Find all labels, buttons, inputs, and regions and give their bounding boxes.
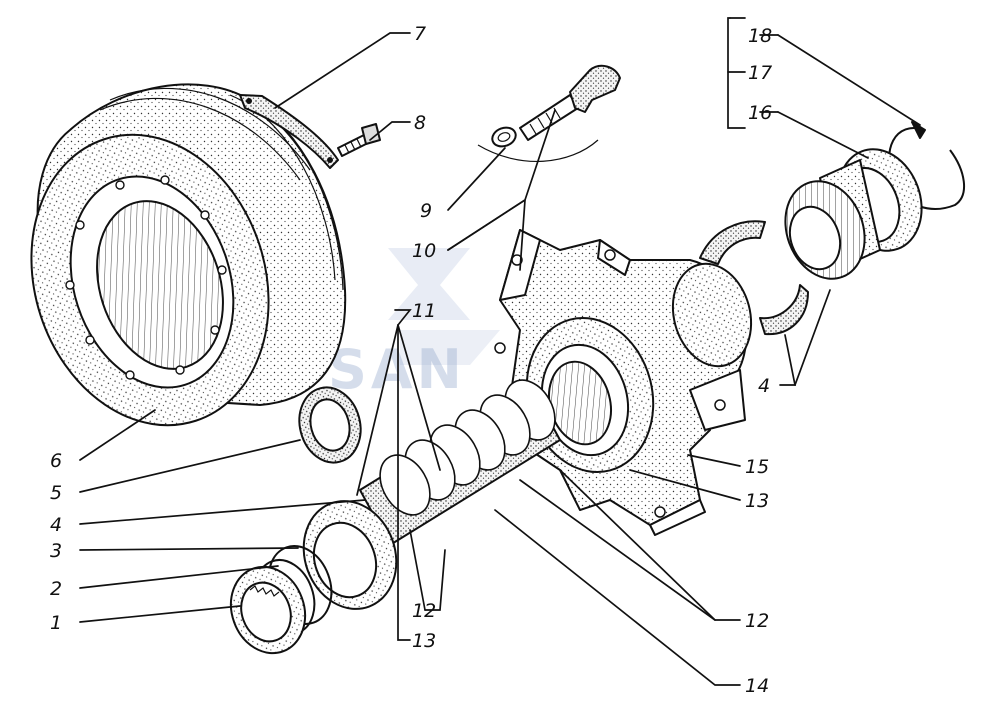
- label-13-right: 13: [745, 490, 769, 512]
- half-ring-lower: [759, 284, 809, 336]
- wheel-hub: [494, 229, 753, 536]
- label-12-right: 12: [745, 610, 769, 632]
- label-1: 1: [50, 612, 62, 634]
- label-2: 2: [50, 578, 62, 600]
- watermark-logo: [388, 248, 500, 365]
- watermark-text: SAN: [328, 338, 466, 401]
- spring-washer: [491, 126, 517, 148]
- shaft-stack: [359, 379, 561, 546]
- hub-nut: [229, 565, 307, 655]
- brake-drum: [30, 83, 347, 427]
- label-11: 11: [412, 300, 436, 322]
- seal-ring: [298, 386, 362, 464]
- wheel-stud: [477, 64, 621, 162]
- label-6: 6: [50, 450, 62, 472]
- label-10: 10: [412, 240, 436, 262]
- leader-lines: [79, 17, 921, 686]
- label-4-left: 4: [50, 514, 62, 536]
- label-9: 9: [420, 200, 432, 222]
- label-13-bottom: 13: [412, 630, 436, 652]
- label-17: 17: [748, 62, 772, 84]
- label-16: 16: [748, 102, 772, 124]
- label-15: 15: [745, 456, 769, 478]
- label-8: 8: [414, 112, 426, 134]
- label-5: 5: [50, 482, 62, 504]
- label-14: 14: [745, 675, 769, 697]
- outer-bearing: [784, 148, 923, 280]
- label-4-right: 4: [758, 375, 770, 397]
- balance-bolt: [337, 123, 381, 157]
- label-3: 3: [50, 540, 62, 562]
- half-ring-upper: [699, 220, 766, 265]
- label-12-mid: 12: [412, 600, 436, 622]
- label-7: 7: [414, 23, 426, 45]
- balance-plate: [239, 94, 339, 169]
- label-18: 18: [748, 25, 772, 47]
